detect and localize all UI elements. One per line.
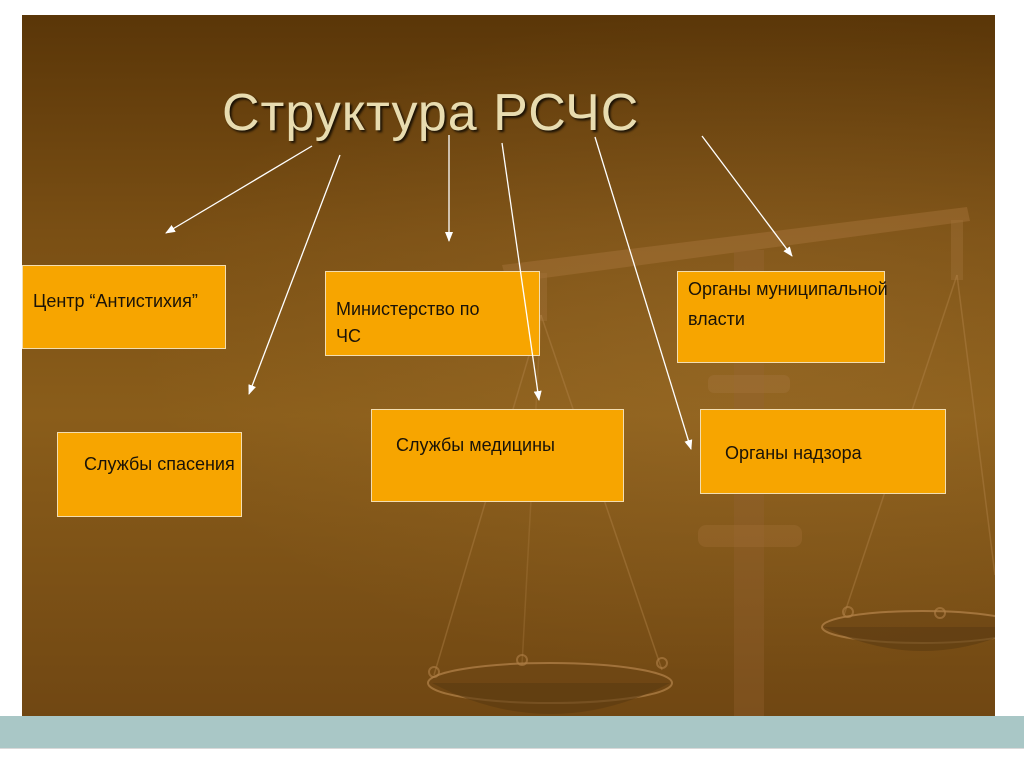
box-municipal-label: Органы муниципальной власти: [688, 279, 888, 329]
slide-title: Структура РСЧС: [222, 84, 640, 142]
arrow-to-medicine: [501, 142, 542, 401]
slide: [22, 15, 995, 743]
box-municipal-authorities: Органы муниципальной власти: [677, 271, 888, 363]
arrow-to-municipal: [701, 135, 793, 257]
box-medical-services: Службы медицины: [371, 409, 624, 502]
arrow-to-rescue: [248, 154, 341, 395]
box-antistikhiya-label: Центр “Антистихия”: [33, 291, 198, 311]
box-medicine-label: Службы медицины: [396, 435, 555, 455]
box-ministry: Министерство по ЧС: [325, 271, 540, 356]
box-rescue-services: Службы спасения: [57, 432, 242, 517]
arrow-to-antistikhiya: [165, 145, 313, 234]
arrow-to-supervision: [594, 136, 693, 450]
scales-background-illustration: [427, 207, 995, 743]
slide-frame-bottom-band: [0, 716, 1024, 748]
slide-frame-divider: [0, 748, 1024, 749]
frame-top: [0, 0, 1024, 6]
box-ministry-label: Министерство по ЧС: [336, 299, 480, 346]
box-rescue-label: Службы спасения: [84, 454, 235, 474]
box-supervision-label: Органы надзора: [725, 443, 862, 463]
box-supervision-bodies: Органы надзора: [700, 409, 946, 494]
box-antistikhiya-center: Центр “Антистихия”: [22, 265, 226, 349]
